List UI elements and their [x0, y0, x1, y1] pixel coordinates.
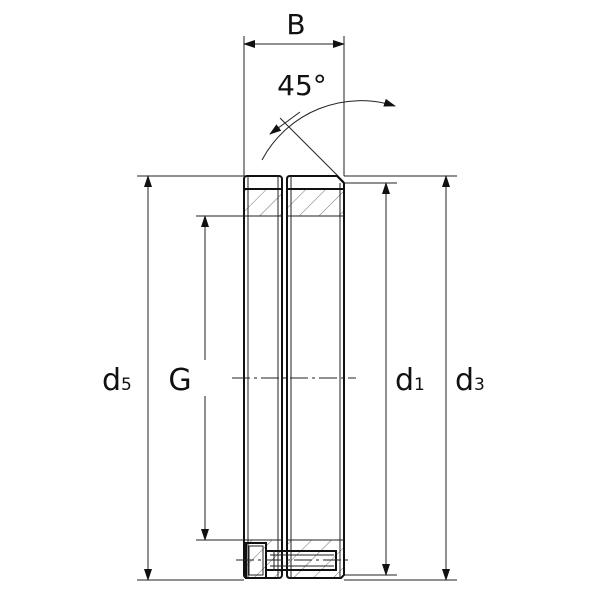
dimension-g: G	[160, 215, 244, 541]
dimension-d1: d1	[344, 182, 432, 576]
dimension-d3: d3	[344, 175, 496, 581]
label-d3: d3	[455, 363, 485, 398]
left-ring	[243, 175, 283, 579]
dimension-d5: d5	[96, 175, 244, 581]
label-d1: d1	[395, 363, 425, 398]
label-angle: 45°	[277, 69, 327, 102]
dimension-angle: 45°	[261, 69, 396, 183]
label-d5: d5	[102, 363, 132, 398]
label-g: G	[168, 363, 191, 398]
right-ring	[286, 175, 345, 579]
dimension-b: B	[243, 8, 345, 176]
label-b: B	[286, 8, 305, 41]
